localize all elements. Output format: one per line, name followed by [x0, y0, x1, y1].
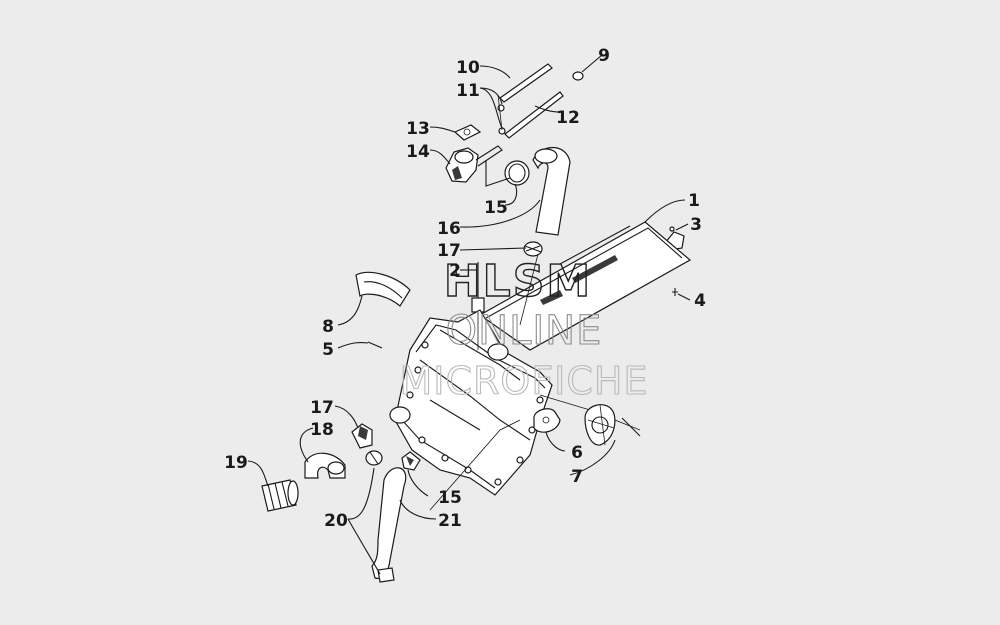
callout-21: 21 — [438, 511, 462, 531]
watermark-line1: HLSM — [444, 256, 592, 307]
rod-part-10 — [499, 63, 553, 103]
callout-3: 3 — [690, 215, 702, 235]
callout-12: 12 — [556, 108, 580, 128]
callout-15: 15 — [484, 198, 508, 218]
fan-part-7 — [584, 404, 641, 446]
shield-part-8 — [355, 271, 411, 307]
callout-7: 7 — [571, 467, 583, 487]
cover-panel-part-1 — [478, 221, 692, 351]
screw-part-5 — [367, 341, 383, 349]
rod-part-12 — [504, 91, 564, 139]
clamp-part-15-lower — [401, 451, 421, 471]
drawing-parts — [261, 63, 692, 583]
callout-14: 14 — [406, 142, 430, 162]
callout-13: 13 — [406, 119, 430, 139]
callout-4: 4 — [694, 291, 706, 311]
screw-part-4 — [672, 288, 678, 296]
callout-16: 16 — [437, 219, 461, 239]
hose-part-21 — [371, 467, 407, 583]
elbow-hose-part-18 — [304, 452, 346, 479]
hose-part-16 — [532, 146, 571, 236]
clamp-part-20 — [365, 450, 383, 466]
housing-part-14 — [445, 145, 503, 183]
callout-20: 20 — [324, 511, 348, 531]
callout-8: 8 — [322, 317, 334, 337]
callout-17-lower: 17 — [310, 398, 334, 418]
nut-part-9 — [572, 71, 584, 81]
callout-9: 9 — [598, 46, 610, 66]
callout-15-lower: 15 — [438, 488, 462, 508]
callout-17: 17 — [437, 241, 461, 261]
bracket-part-6 — [533, 408, 561, 433]
watermark: HLSM ONLINE MICROFICHE — [399, 255, 648, 403]
bellows-part-19 — [261, 479, 299, 512]
callout-19: 19 — [224, 453, 248, 473]
leader-lines — [247, 54, 691, 575]
callout-6: 6 — [571, 443, 583, 463]
callout-10: 10 — [456, 58, 480, 78]
callout-5: 5 — [322, 340, 334, 360]
callout-1: 1 — [688, 191, 700, 211]
callout-11: 11 — [456, 81, 480, 101]
callout-18: 18 — [310, 420, 334, 440]
callout-2: 2 — [449, 261, 461, 281]
clamp-part-17-upper — [523, 241, 543, 257]
clamp-part-17-lower — [351, 423, 373, 449]
watermark-line2: ONLINE — [446, 308, 603, 354]
plate-part-13 — [453, 124, 482, 141]
clamp-part-15-upper — [504, 160, 530, 186]
watermark-line3: MICROFICHE — [399, 359, 648, 403]
callout-labels: 1 2 3 4 5 6 7 8 9 10 11 12 13 14 15 16 1… — [224, 46, 706, 531]
